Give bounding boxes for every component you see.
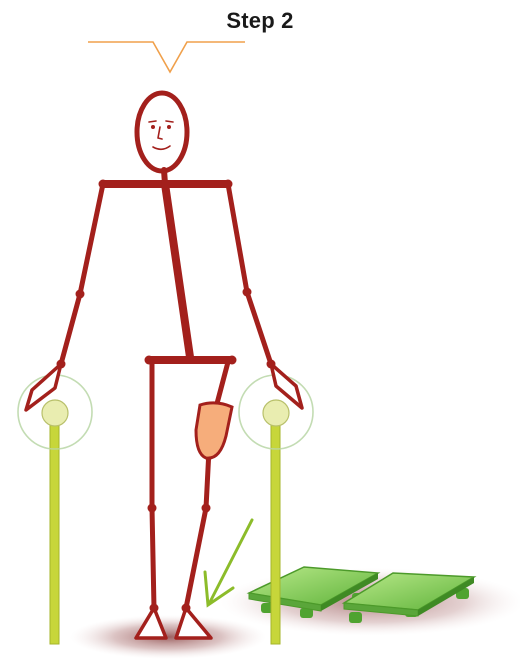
figure-floor-shadow (70, 615, 266, 659)
title-callout (88, 42, 245, 72)
figure-head (137, 93, 187, 171)
prosthetic-socket (196, 403, 232, 458)
left-crutch (18, 375, 92, 644)
stick-figure-amputee (26, 93, 302, 638)
